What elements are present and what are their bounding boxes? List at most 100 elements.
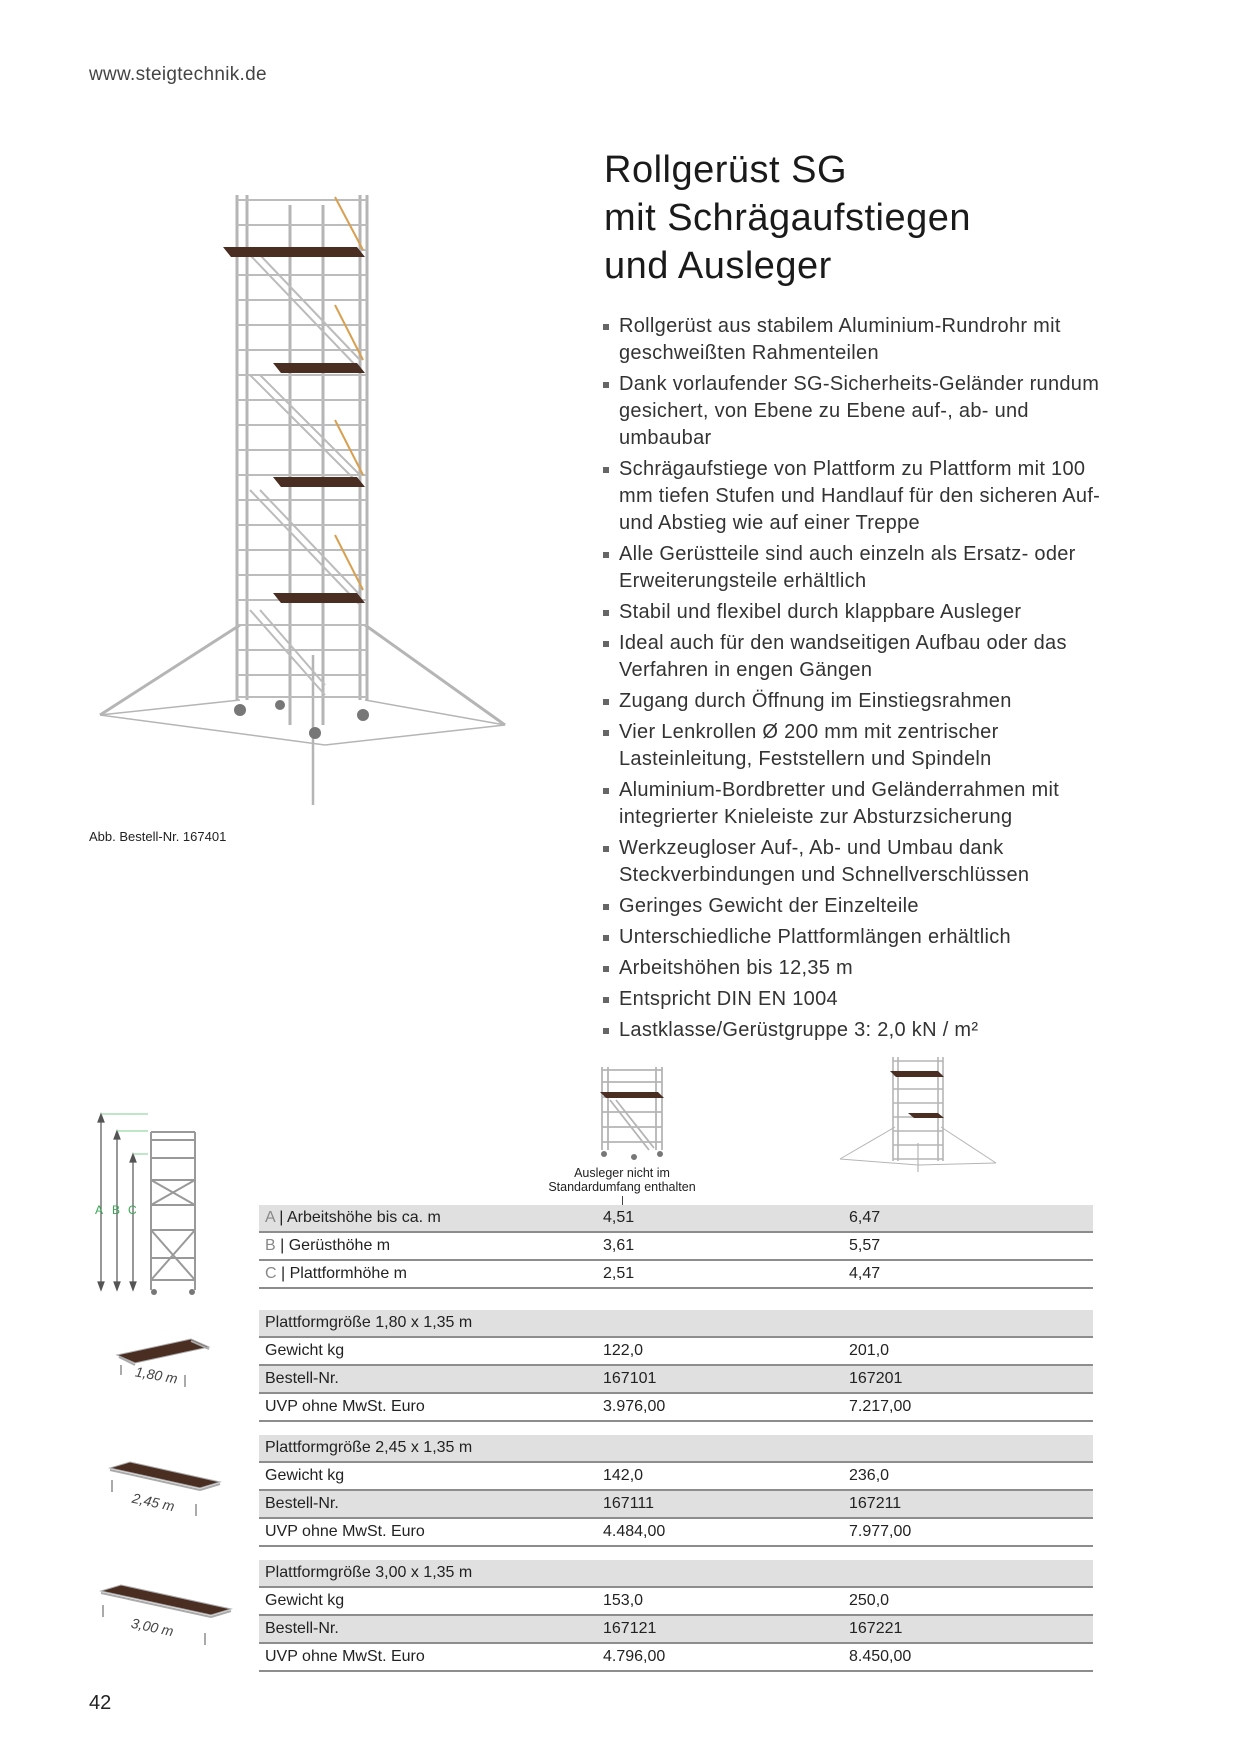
value-cell: 4.484,00 xyxy=(597,1518,843,1547)
feature-list: Rollgerüst aus stabilem Aluminium-Rundro… xyxy=(602,313,1102,1048)
table-row: UVP ohne MwSt. Euro 3.976,00 7.217,00 xyxy=(259,1393,1093,1422)
feature-item: Lastklasse/Gerüstgruppe 3: 2,0 kN / m² xyxy=(602,1017,1102,1044)
feature-item: Unterschiedliche Plattformlängen erhältl… xyxy=(602,924,1102,951)
row-label: Bestell-Nr. xyxy=(259,1365,597,1394)
table-row: UVP ohne MwSt. Euro 4.484,00 7.977,00 xyxy=(259,1518,1093,1547)
row-label: C | Plattformhöhe m xyxy=(259,1260,597,1289)
value-cell: 7.217,00 xyxy=(843,1393,1093,1422)
row-label-text: | Plattformhöhe m xyxy=(281,1265,407,1282)
section-title: Plattformgröße 2,45 x 1,35 m xyxy=(259,1435,1093,1463)
feature-item: Stabil und flexibel durch klappbare Ausl… xyxy=(602,599,1102,626)
feature-item: Dank vorlaufender SG-Sicherheits-Gelände… xyxy=(602,371,1102,452)
table-row: UVP ohne MwSt. Euro 4.796,00 8.450,00 xyxy=(259,1643,1093,1672)
platform-245-table: Plattformgröße 2,45 x 1,35 m Gewicht kg … xyxy=(259,1435,1093,1547)
scaffold-tower-image xyxy=(99,195,506,805)
row-label: UVP ohne MwSt. Euro xyxy=(259,1518,597,1547)
row-label-text: | Gerüsthöhe m xyxy=(280,1237,391,1254)
platform-180-table: Plattformgröße 1,80 x 1,35 m Gewicht kg … xyxy=(259,1310,1093,1422)
value-cell: 236,0 xyxy=(843,1462,1093,1491)
feature-item: Alle Gerüstteile sind auch einzeln als E… xyxy=(602,541,1102,595)
feature-item: Entspricht DIN EN 1004 xyxy=(602,986,1102,1013)
row-label: Gewicht kg xyxy=(259,1587,597,1616)
value-cell: 122,0 xyxy=(597,1337,843,1366)
feature-item: Aluminium-Bordbretter und Geländerrahmen… xyxy=(602,777,1102,831)
platform-300-table: Plattformgröße 3,00 x 1,35 m Gewicht kg … xyxy=(259,1560,1093,1672)
dim-label-b: B xyxy=(112,1203,120,1217)
feature-item: Geringes Gewicht der Einzelteile xyxy=(602,893,1102,920)
row-label: A | Arbeitshöhe bis ca. m xyxy=(259,1205,597,1233)
value-cell: 167111 xyxy=(597,1490,843,1519)
feature-item: Vier Lenkrollen Ø 200 mm mit zentrischer… xyxy=(602,719,1102,773)
value-cell: 167201 xyxy=(843,1365,1093,1394)
column-note: Ausleger nicht im Standardumfang enthalt… xyxy=(527,1166,717,1205)
image-caption: Abb. Bestell-Nr. 167401 xyxy=(89,829,227,844)
dim-label-c: C xyxy=(128,1203,137,1217)
row-label: Gewicht kg xyxy=(259,1337,597,1366)
row-label: UVP ohne MwSt. Euro xyxy=(259,1643,597,1672)
scaffold-thumbnail-large xyxy=(839,1057,997,1172)
column-note-text: Ausleger nicht im Standardumfang enthalt… xyxy=(548,1166,696,1194)
feature-item: Werkzeugloser Auf-, Ab- und Umbau dank S… xyxy=(602,835,1102,889)
dimension-diagram: A B C xyxy=(95,1112,196,1295)
title-line-1: Rollgerüst SG xyxy=(604,149,848,191)
platform-180-image xyxy=(115,1338,211,1387)
table-row: Gewicht kg 153,0 250,0 xyxy=(259,1587,1093,1616)
value-cell: 4.796,00 xyxy=(597,1643,843,1672)
value-cell: 5,57 xyxy=(843,1232,1093,1261)
page-number: 42 xyxy=(89,1692,112,1714)
feature-item: Ideal auch für den wandseitigen Aufbau o… xyxy=(602,630,1102,684)
row-label: Bestell-Nr. xyxy=(259,1490,597,1519)
row-label: Bestell-Nr. xyxy=(259,1615,597,1644)
table-section-header: Plattformgröße 1,80 x 1,35 m xyxy=(259,1310,1093,1338)
platform-245-image xyxy=(108,1461,222,1516)
title-line-2: mit Schrägaufstiegen xyxy=(604,197,971,239)
heights-table: A | Arbeitshöhe bis ca. m 4,51 6,47 B | … xyxy=(259,1205,1093,1289)
value-cell: 3.976,00 xyxy=(597,1393,843,1422)
value-cell: 167121 xyxy=(597,1615,843,1644)
site-url: www.steigtechnik.de xyxy=(89,64,267,85)
column-note-tick xyxy=(621,1196,623,1205)
feature-item: Schrägaufstiege von Plattform zu Plattfo… xyxy=(602,456,1102,537)
value-cell: 4,51 xyxy=(597,1205,843,1233)
scaffold-thumbnail-small xyxy=(600,1067,664,1160)
value-cell: 201,0 xyxy=(843,1337,1093,1366)
row-letter: C xyxy=(265,1265,277,1282)
dim-label-a: A xyxy=(95,1203,103,1217)
value-cell: 4,47 xyxy=(843,1260,1093,1289)
table-row: B | Gerüsthöhe m 3,61 5,57 xyxy=(259,1232,1093,1261)
value-cell: 167221 xyxy=(843,1615,1093,1644)
row-letter: B xyxy=(265,1237,276,1254)
platform-300-image xyxy=(99,1584,233,1645)
row-label: B | Gerüsthöhe m xyxy=(259,1232,597,1261)
table-row: Gewicht kg 142,0 236,0 xyxy=(259,1462,1093,1491)
section-title: Plattformgröße 3,00 x 1,35 m xyxy=(259,1560,1093,1588)
feature-item: Arbeitshöhen bis 12,35 m xyxy=(602,955,1102,982)
row-letter: A xyxy=(265,1209,275,1226)
feature-item: Zugang durch Öffnung im Einstiegsrahmen xyxy=(602,688,1102,715)
value-cell: 6,47 xyxy=(843,1205,1093,1233)
table-row: Bestell-Nr. 167101 167201 xyxy=(259,1365,1093,1394)
value-cell: 142,0 xyxy=(597,1462,843,1491)
value-cell: 153,0 xyxy=(597,1587,843,1616)
table-row: Gewicht kg 122,0 201,0 xyxy=(259,1337,1093,1366)
table-row: Bestell-Nr. 167111 167211 xyxy=(259,1490,1093,1519)
row-label: UVP ohne MwSt. Euro xyxy=(259,1393,597,1422)
table-row: C | Plattformhöhe m 2,51 4,47 xyxy=(259,1260,1093,1289)
value-cell: 3,61 xyxy=(597,1232,843,1261)
row-label-text: | Arbeitshöhe bis ca. m xyxy=(279,1209,441,1226)
value-cell: 8.450,00 xyxy=(843,1643,1093,1672)
table-section-header: Plattformgröße 3,00 x 1,35 m xyxy=(259,1560,1093,1588)
value-cell: 2,51 xyxy=(597,1260,843,1289)
row-label: Gewicht kg xyxy=(259,1462,597,1491)
value-cell: 7.977,00 xyxy=(843,1518,1093,1547)
title-line-3: und Ausleger xyxy=(604,245,832,287)
value-cell: 250,0 xyxy=(843,1587,1093,1616)
section-title: Plattformgröße 1,80 x 1,35 m xyxy=(259,1310,1093,1338)
feature-item: Rollgerüst aus stabilem Aluminium-Rundro… xyxy=(602,313,1102,367)
table-section-header: Plattformgröße 2,45 x 1,35 m xyxy=(259,1435,1093,1463)
table-row: A | Arbeitshöhe bis ca. m 4,51 6,47 xyxy=(259,1205,1093,1233)
product-title: Rollgerüst SG mit Schrägaufstiegen und A… xyxy=(604,146,971,290)
value-cell: 167101 xyxy=(597,1365,843,1394)
table-row: Bestell-Nr. 167121 167221 xyxy=(259,1615,1093,1644)
value-cell: 167211 xyxy=(843,1490,1093,1519)
